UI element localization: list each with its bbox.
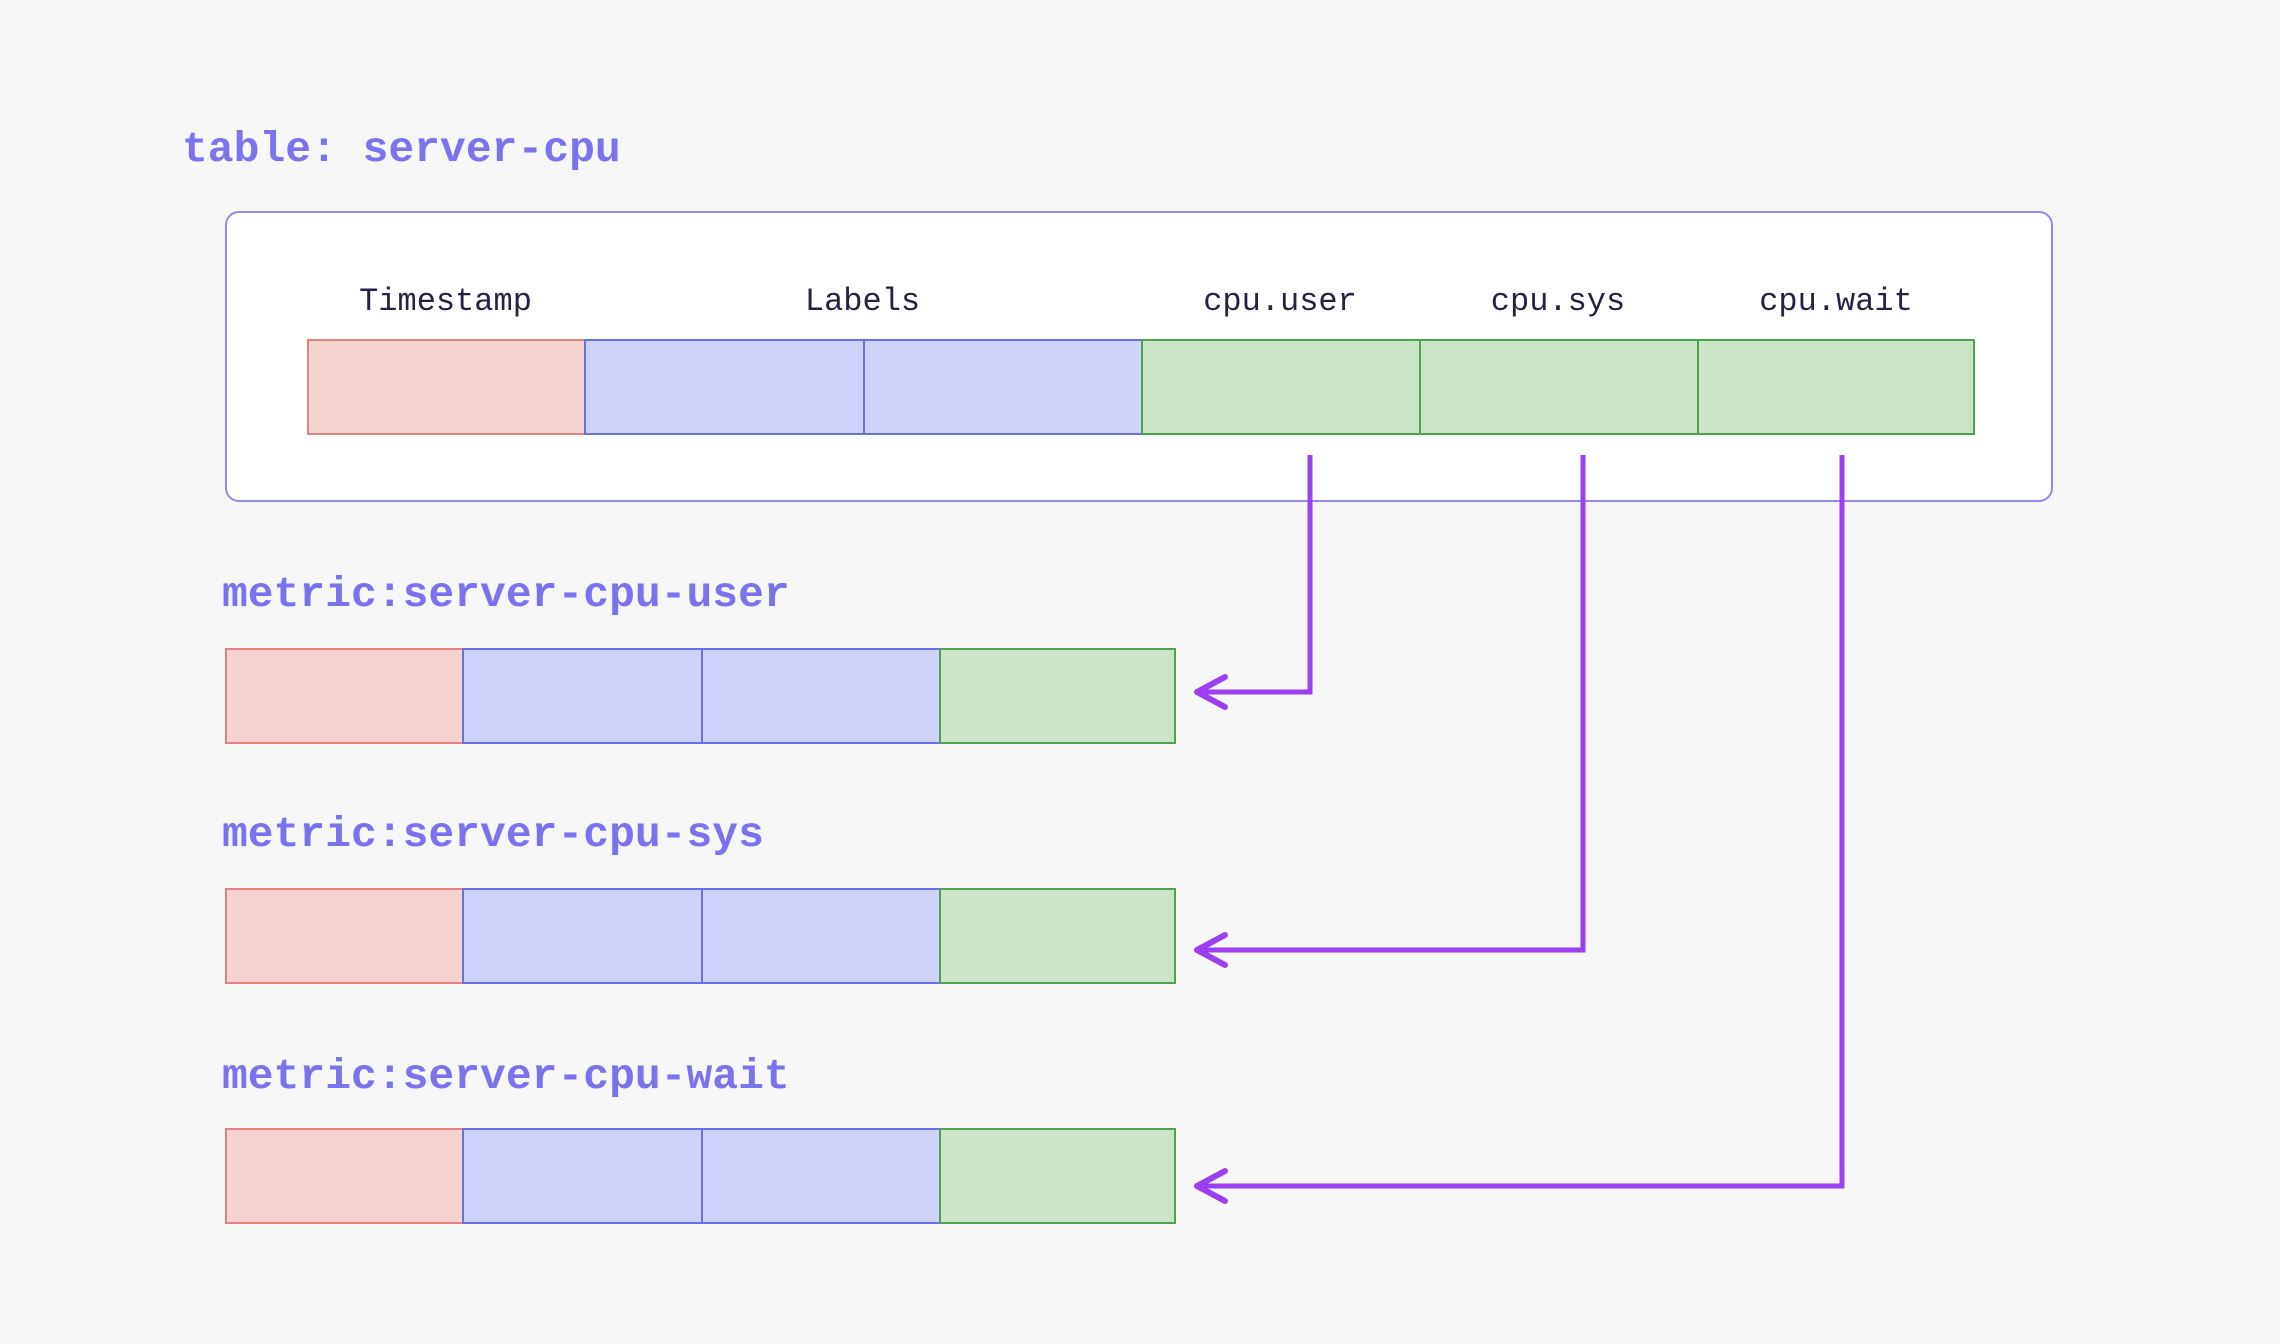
value-cell	[939, 1128, 1176, 1224]
metric-label-cpu-wait: metric:server-cpu-wait	[222, 1052, 790, 1101]
column-header-cpu-wait: cpu.wait	[1759, 283, 1913, 320]
cpu-user-cell	[1141, 339, 1421, 435]
labels-cell-1	[584, 339, 865, 435]
timestamp-cell	[225, 888, 464, 984]
column-header-cpu-user: cpu.user	[1203, 283, 1357, 320]
cpu-sys-cell	[1419, 339, 1699, 435]
metric-row-cpu-wait	[225, 1128, 1176, 1224]
arrow-cpu-sys-to-metric-icon	[1194, 455, 1586, 968]
value-cell	[939, 648, 1176, 744]
labels-cell-1	[462, 888, 703, 984]
labels-cell-1	[462, 648, 703, 744]
metric-row-cpu-sys	[225, 888, 1176, 984]
timestamp-cell	[225, 648, 464, 744]
labels-cell-2	[701, 1128, 941, 1224]
arrow-cpu-wait-to-metric-icon	[1194, 455, 1845, 1204]
timestamp-cell	[307, 339, 586, 435]
table-card: Timestamp Labels cpu.user cpu.sys cpu.wa…	[225, 211, 2053, 502]
metric-label-cpu-user: metric:server-cpu-user	[222, 570, 790, 619]
labels-cell-1	[462, 1128, 703, 1224]
labels-cell-2	[863, 339, 1143, 435]
metric-row-cpu-user	[225, 648, 1176, 744]
metric-label-cpu-sys: metric:server-cpu-sys	[222, 810, 764, 859]
labels-cell-2	[701, 648, 941, 744]
labels-cell-2	[701, 888, 941, 984]
table-title: table: server-cpu	[182, 125, 621, 174]
value-cell	[939, 888, 1176, 984]
column-header-timestamp: Timestamp	[359, 283, 532, 320]
column-header-cpu-sys: cpu.sys	[1490, 283, 1626, 320]
cpu-wait-cell	[1697, 339, 1975, 435]
column-header-labels: Labels	[804, 283, 921, 320]
table-row	[305, 339, 1975, 435]
timestamp-cell	[225, 1128, 464, 1224]
